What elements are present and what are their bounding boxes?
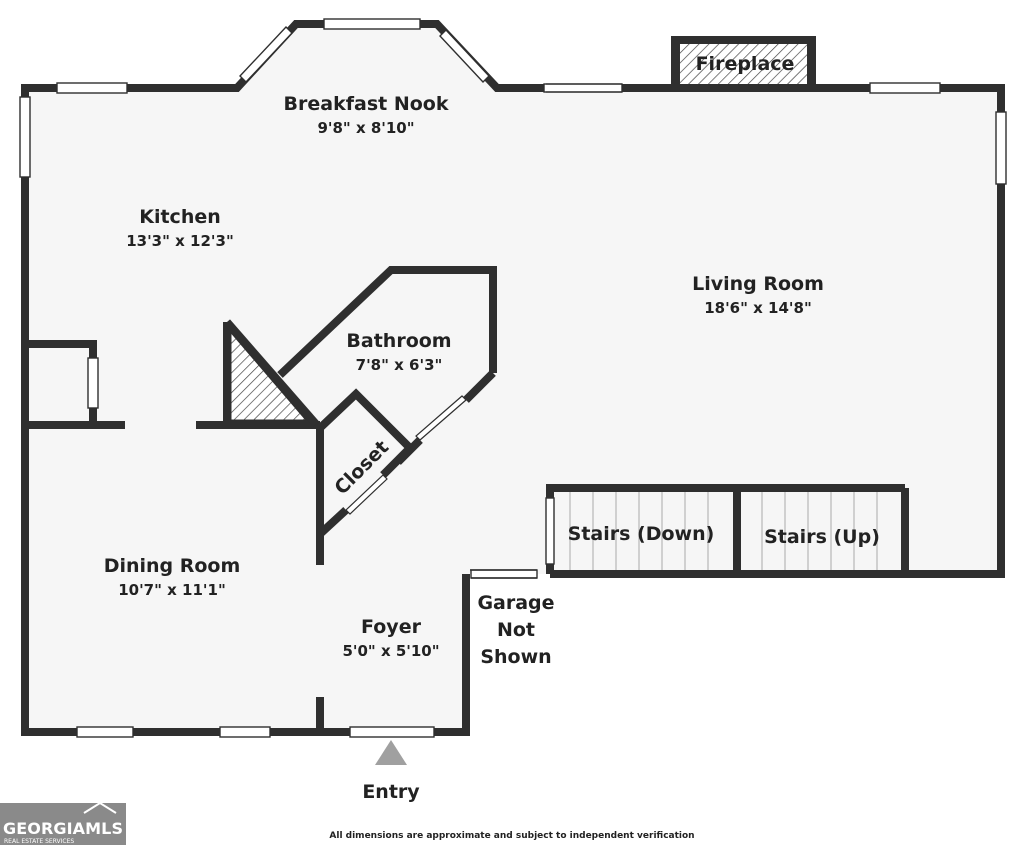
garage-label-line3: Shown bbox=[480, 646, 551, 668]
room-name-breakfast-nook: Breakfast Nook bbox=[284, 93, 449, 115]
logo-tagline: REAL ESTATE SERVICES bbox=[4, 838, 74, 845]
disclaimer-text: All dimensions are approximate and subje… bbox=[329, 831, 694, 841]
alcove-window bbox=[87, 357, 99, 409]
closet-door-opening bbox=[345, 474, 388, 515]
bathroom-door-opening bbox=[415, 395, 467, 441]
fireplace-label: Fireplace bbox=[696, 53, 795, 75]
room-dims-bathroom: 7'8" x 6'3" bbox=[356, 356, 443, 374]
stairs-down-label: Stairs (Down) bbox=[568, 523, 715, 545]
entry-arrow-icon bbox=[375, 740, 407, 765]
room-dims-living-room: 18'6" x 14'8" bbox=[704, 299, 812, 317]
room-name-dining-room: Dining Room bbox=[104, 555, 241, 577]
room-dims-foyer: 5'0" x 5'10" bbox=[342, 642, 439, 660]
cabinet-diagonal bbox=[223, 319, 320, 427]
room-dims-dining-room: 10'7" x 11'1" bbox=[118, 581, 226, 599]
windows bbox=[19, 18, 1007, 738]
room-name-foyer: Foyer bbox=[361, 616, 422, 638]
exterior-walls bbox=[21, 20, 1005, 736]
floor-area bbox=[25, 24, 1001, 732]
room-name-kitchen: Kitchen bbox=[139, 206, 221, 228]
entry-label: Entry bbox=[362, 781, 420, 803]
room-name-bathroom: Bathroom bbox=[346, 330, 451, 352]
logo-brand: GEORGIAMLS bbox=[3, 819, 123, 838]
closet-alcove-walls bbox=[25, 340, 125, 429]
room-name-living-room: Living Room bbox=[692, 273, 824, 295]
room-dims-kitchen: 13'3" x 12'3" bbox=[126, 232, 234, 250]
room-dims-breakfast-nook: 9'8" x 8'10" bbox=[317, 119, 414, 137]
stair-treads bbox=[569, 492, 878, 570]
georgia-mls-logo: GEORGIAMLS REAL ESTATE SERVICES bbox=[0, 801, 126, 845]
garage-label-line1: Garage bbox=[477, 592, 554, 614]
garage-label-line2: Not bbox=[497, 619, 535, 641]
stair-window bbox=[545, 497, 555, 565]
fireplace bbox=[671, 36, 816, 88]
stairs-up-label: Stairs (Up) bbox=[764, 526, 880, 548]
